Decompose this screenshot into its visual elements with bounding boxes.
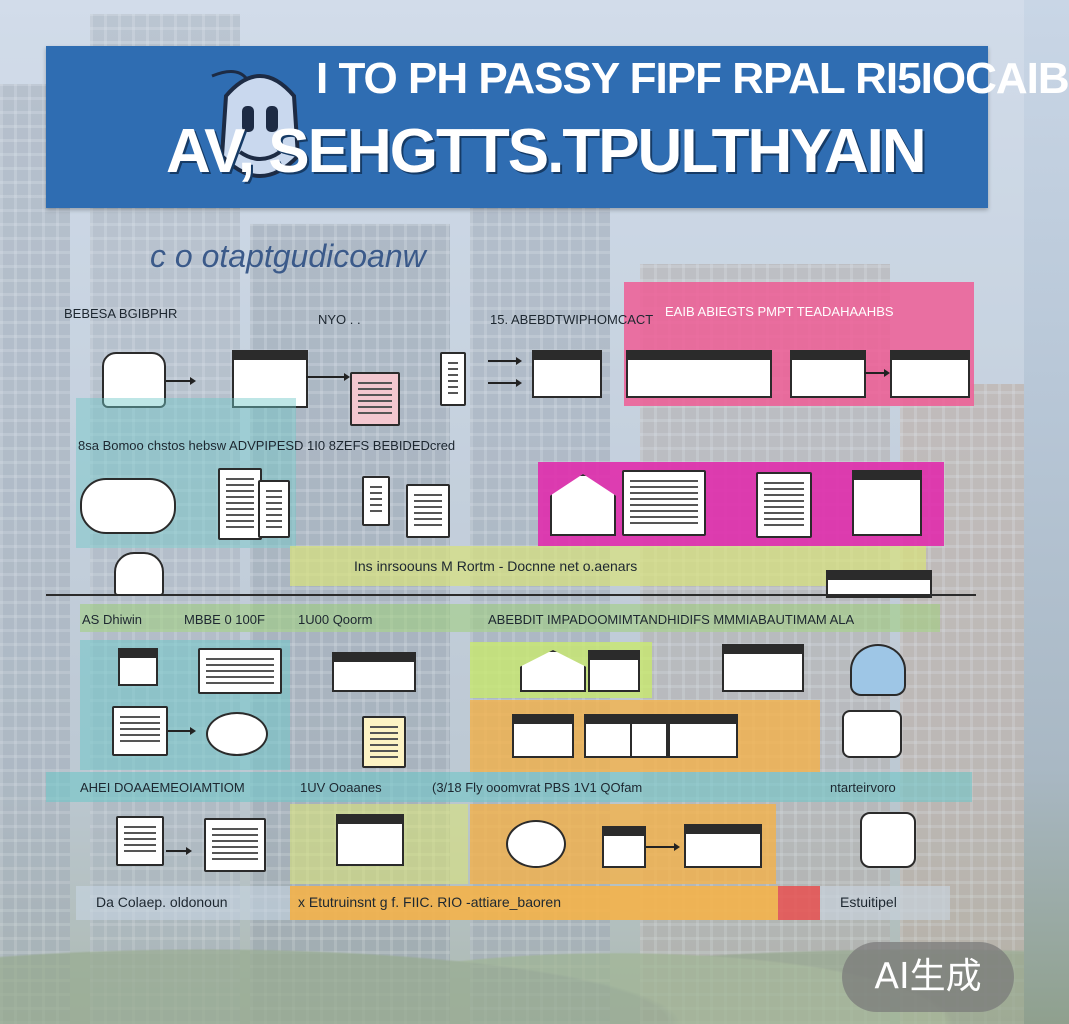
window-icon: [332, 652, 416, 692]
band-footer-orange: [290, 886, 778, 920]
title-banner: I TO PH PASSY FIPF RPAL RI5IOCAIB AV, SE…: [46, 46, 1069, 208]
row1-label-a: BEBESA BGIBPHR: [64, 306, 178, 321]
document-icon: [406, 484, 450, 538]
document-icon: [112, 706, 168, 756]
flow-arrow: [306, 373, 350, 381]
robot-icon: [860, 812, 916, 868]
flow-arrow: [488, 379, 522, 387]
building-icon: [622, 470, 706, 536]
flow-arrow: [646, 843, 680, 851]
document-icon: [362, 476, 390, 526]
document-icon: [350, 372, 400, 426]
window-icon: [630, 714, 668, 758]
row4-label-a: AS Dhiwin: [82, 612, 142, 627]
row3-label: Ins inrsoouns M Rortm - Docnne net o.aen…: [354, 558, 638, 574]
window-icon: [584, 714, 632, 758]
row4-label-b: MBBE 0 100F: [184, 612, 265, 627]
row6-label-a: Da Colaep. oldonoun: [96, 894, 228, 910]
window-icon: [588, 650, 640, 692]
server-icon: [102, 352, 166, 408]
band-footer-red: [778, 886, 820, 920]
form-window-icon: [890, 350, 970, 398]
flow-arrow: [864, 369, 890, 377]
cloud-icon: [80, 478, 176, 534]
row1-label-b: NYO . .: [318, 312, 361, 327]
band-footer-left: [76, 886, 290, 920]
document-icon: [258, 480, 290, 538]
row5-label-c: (3/18 Fly ooomvrat PBS 1V1 QOfam: [432, 780, 643, 795]
title-line-2: AV, SEHGTTS.TPULTHYAIN: [166, 117, 927, 186]
form-window-icon: [626, 350, 772, 398]
row4-label-d: ABEBDIT IMPADOOMIMTANDHIDIFS MMMIABAUTIM…: [488, 612, 855, 627]
printer-icon: [116, 816, 164, 866]
browser-window-icon: [232, 350, 308, 408]
keyboard-icon: [684, 824, 762, 868]
row6-label-c: Estuitipel: [840, 894, 897, 910]
browser-window-icon: [532, 350, 602, 398]
title-line-1: I TO PH PASSY FIPF RPAL RI5IOCAIB: [316, 54, 1069, 103]
window-icon: [602, 826, 646, 868]
flow-arrow: [168, 727, 196, 735]
row5-label-b: 1UV Ooaanes: [300, 780, 382, 795]
document-icon: [440, 352, 466, 406]
flow-arrow: [166, 847, 192, 855]
row6-label-b: x Etutruinsnt g f. FIIC. RIO -attiare_ba…: [298, 894, 561, 910]
machine-icon: [512, 714, 574, 758]
building-icon: [198, 648, 282, 694]
band-green-header: [80, 604, 940, 632]
document-icon: [204, 818, 266, 872]
water-icon: [850, 644, 906, 696]
flow-arrow: [166, 377, 196, 385]
globe-icon: [506, 820, 566, 868]
window-icon: [336, 814, 404, 866]
mascot-icon: [211, 70, 301, 178]
document-icon: [756, 472, 812, 538]
document-icon: [362, 716, 406, 768]
device-icon: [826, 570, 932, 598]
document-icon: [218, 468, 262, 540]
tree-icon: [114, 552, 164, 596]
flow-arrow: [488, 357, 522, 365]
row5-label-a: AHEI DOAAEMEOIAMTIOM: [80, 780, 245, 795]
band-teal-3: [46, 772, 972, 802]
band-yellow: [290, 546, 926, 586]
form-window-icon: [790, 350, 866, 398]
window-icon: [118, 648, 158, 686]
keyboard-icon: [668, 714, 738, 758]
laptop-icon: [852, 470, 922, 536]
lock-icon: [842, 710, 902, 758]
row5-label-d: ntarteirvoro: [830, 780, 896, 795]
row1-label-d: EAIB ABIEGTS PMPT TEADAHAAHBS: [665, 304, 894, 319]
band-footer-right: [820, 886, 950, 920]
row4-label-c: 1U00 Qoorm: [298, 612, 373, 627]
row1-label-c: 15. ABEBDTWIPHOMCACT: [490, 312, 654, 327]
divider-line: [46, 594, 976, 596]
window-icon: [722, 644, 804, 692]
disc-icon: [206, 712, 268, 756]
subtitle: c o otaptgudicoanw: [150, 238, 426, 274]
row2-label: 8sa Bomoo chstos hebsw ADVPIPESD 1I0 8ZE…: [78, 438, 456, 453]
ai-generated-badge: AI生成: [842, 942, 1014, 1012]
